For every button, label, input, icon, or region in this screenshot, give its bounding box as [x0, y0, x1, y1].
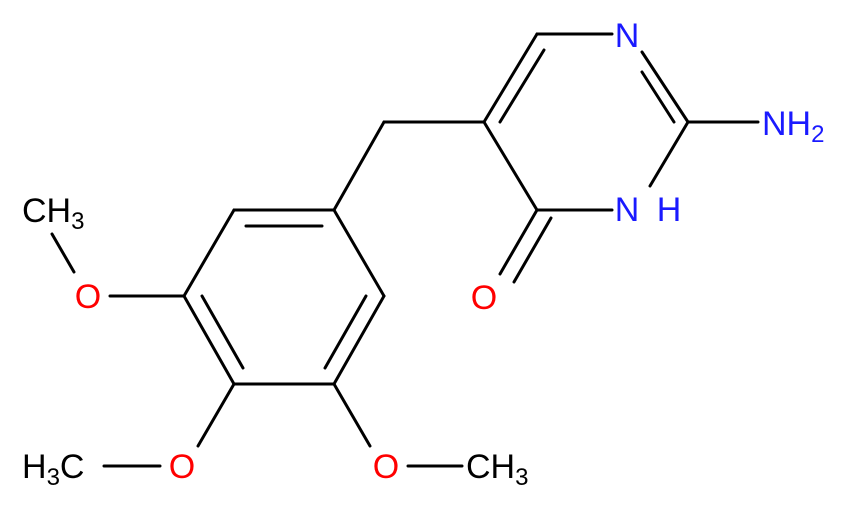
bond-ar3-ar4	[182, 294, 236, 386]
methyl-right-subscript: 3	[515, 464, 528, 491]
methyl-top-subscript: 3	[71, 208, 84, 235]
bond-o-ch3-top	[50, 232, 76, 274]
carbonyl-oxygen-label: O	[471, 279, 497, 317]
bond-c2-n3	[648, 120, 690, 188]
methyl-left-h: H	[22, 448, 47, 486]
bond-c4-c5	[482, 120, 539, 212]
ring-nh-h-label: H	[657, 191, 682, 229]
methyl-left-subscript: 3	[47, 464, 60, 491]
bond-ar3-ar4-inner	[200, 294, 245, 370]
methyl-label-left: H3C	[22, 448, 84, 491]
bond-ar4-o	[196, 382, 236, 448]
bond-c4-o-double	[512, 216, 553, 284]
bond-c6-c5-inner	[498, 48, 546, 124]
bond-ar6-ar1	[332, 208, 386, 298]
amine-subscript: 2	[811, 121, 824, 148]
methoxy-oxygen-top: O	[75, 278, 101, 316]
methyl-label-top: CH3	[22, 192, 84, 235]
bond-c4-o	[498, 208, 539, 276]
amine-label: NH2	[762, 105, 824, 148]
methyl-label-right: CH3	[466, 448, 528, 491]
ring-nh-n-label: N	[615, 191, 640, 229]
atom-labels: N NH2 N H O O CH3 O H3C O CH3	[22, 17, 824, 491]
methoxy-oxygen-bottom-right: O	[373, 448, 399, 486]
bond-ch2-ar	[332, 120, 386, 212]
methyl-top-main: CH	[22, 192, 71, 230]
methyl-left-c: C	[60, 448, 85, 486]
bond-n1-c2-inner	[640, 70, 676, 124]
bond-ar5-ar6	[332, 294, 386, 386]
bond-ar5-ar6-inner	[323, 294, 368, 370]
nitrogen-label-top: N	[615, 17, 640, 55]
methyl-right-main: CH	[466, 448, 515, 486]
bond-ar5-o	[332, 382, 372, 448]
bond-n1-c2	[640, 50, 690, 124]
bond-c6-c5	[482, 32, 539, 124]
bonds	[50, 32, 760, 468]
bond-ar2-ar3	[182, 208, 236, 298]
methoxy-oxygen-bottom-left: O	[169, 448, 195, 486]
amine-main: NH	[762, 105, 811, 143]
